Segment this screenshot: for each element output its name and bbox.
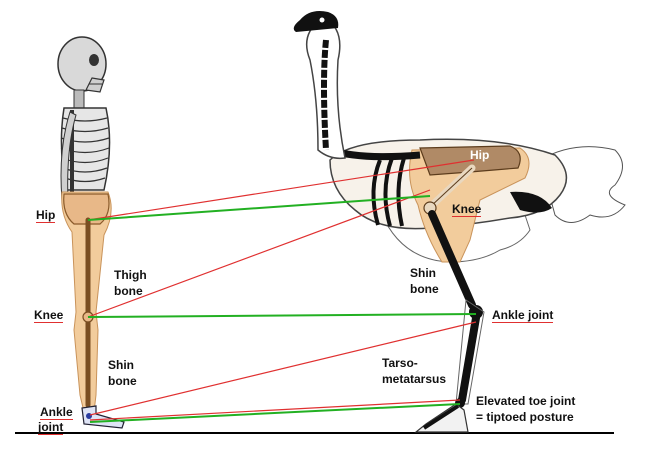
ostrich-ankle-joint-label: Ankle joint: [492, 308, 554, 323]
ostrich-shin-bone-label-line1: Shin: [410, 266, 436, 280]
knee-ankle-line-green: [87, 313, 477, 318]
human-ankle-label-line2: joint: [38, 420, 64, 435]
human-hip-label: Hip: [36, 208, 56, 223]
ostrich-tarsometatarsus-label-line1: Tarso-: [382, 356, 418, 370]
ostrich-knee-label: Knee: [452, 202, 482, 217]
ostrich-skeleton: [293, 11, 626, 433]
human-thigh-bone-label-line1: Thigh: [114, 268, 147, 282]
ostrich-toe-joint-label-line2: = tiptoed posture: [476, 410, 574, 424]
human-pelvis: [63, 193, 110, 225]
human-shin-bone-label-line2: bone: [108, 374, 137, 388]
ankle-toe-line-green: [89, 403, 461, 423]
ostrich-neck: [305, 17, 346, 160]
human-ankle-label-line1: Ankle: [40, 405, 73, 420]
human-knee-label: Knee: [34, 308, 64, 323]
ostrich-hip-label: Hip: [470, 148, 490, 162]
knee-correspondence-line-red: [87, 189, 431, 318]
human-skeleton: [57, 36, 125, 429]
hip-knee-line-green: [87, 195, 431, 221]
ankle-correspondence-line-red: [89, 321, 477, 416]
ostrich-shin-bone-label-line2: bone: [410, 282, 439, 296]
hip-correspondence-line-red: [87, 159, 475, 221]
ankle-toe-line-red: [89, 399, 461, 421]
ostrich-head: [293, 11, 339, 32]
human-thigh-bone-label-line2: bone: [114, 284, 143, 298]
ostrich-shin-bone: [428, 210, 476, 309]
ostrich-toe-joint-label-line1: Elevated toe joint: [476, 394, 576, 408]
ostrich-tarsometatarsus: [458, 314, 480, 404]
ostrich-tarsometatarsus-label-line2: metatarsus: [382, 372, 447, 386]
human-shin-bone-label-line1: Shin: [108, 358, 134, 372]
correspondence-lines: [87, 159, 477, 423]
